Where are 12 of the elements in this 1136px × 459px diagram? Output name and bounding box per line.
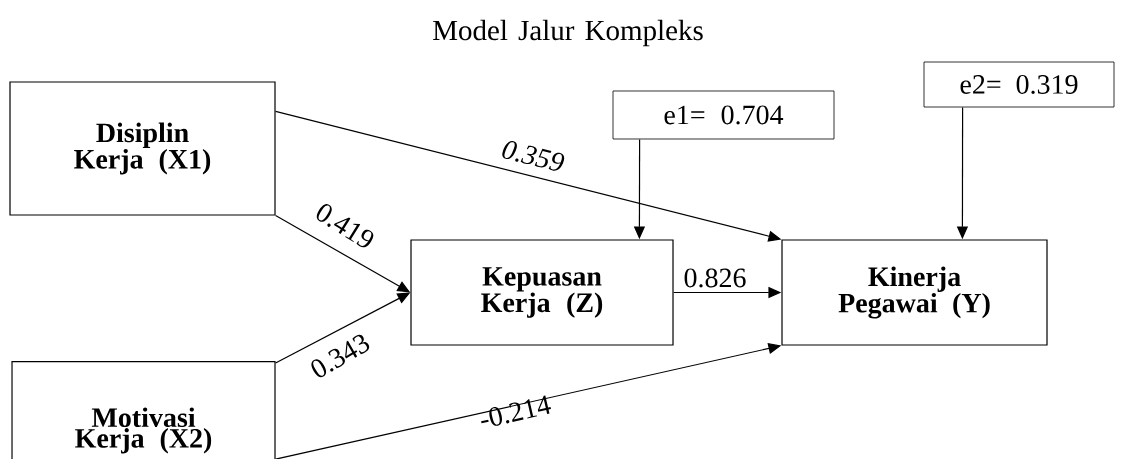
edge-label: 0.359 [502,141,565,171]
error-box: e1= 0.704 [612,90,835,140]
variable-box: Kinerja Pegawai (Y) [781,239,1048,346]
variable-box: Motivasi Kerja (X2) [11,361,276,459]
edge-label: -0.214 [481,395,551,426]
edge-label: 0.826 [684,268,746,288]
edge-label: 0.419 [316,204,374,248]
error-box: e2= 0.319 [923,61,1115,108]
variable-box: Kepuasan Kerja (Z) [410,239,674,346]
edge-label: 0.343 [311,334,370,378]
variable-box: Disiplin Kerja (X1) [9,81,276,216]
title: Model Jalur Kompleks [433,19,703,47]
